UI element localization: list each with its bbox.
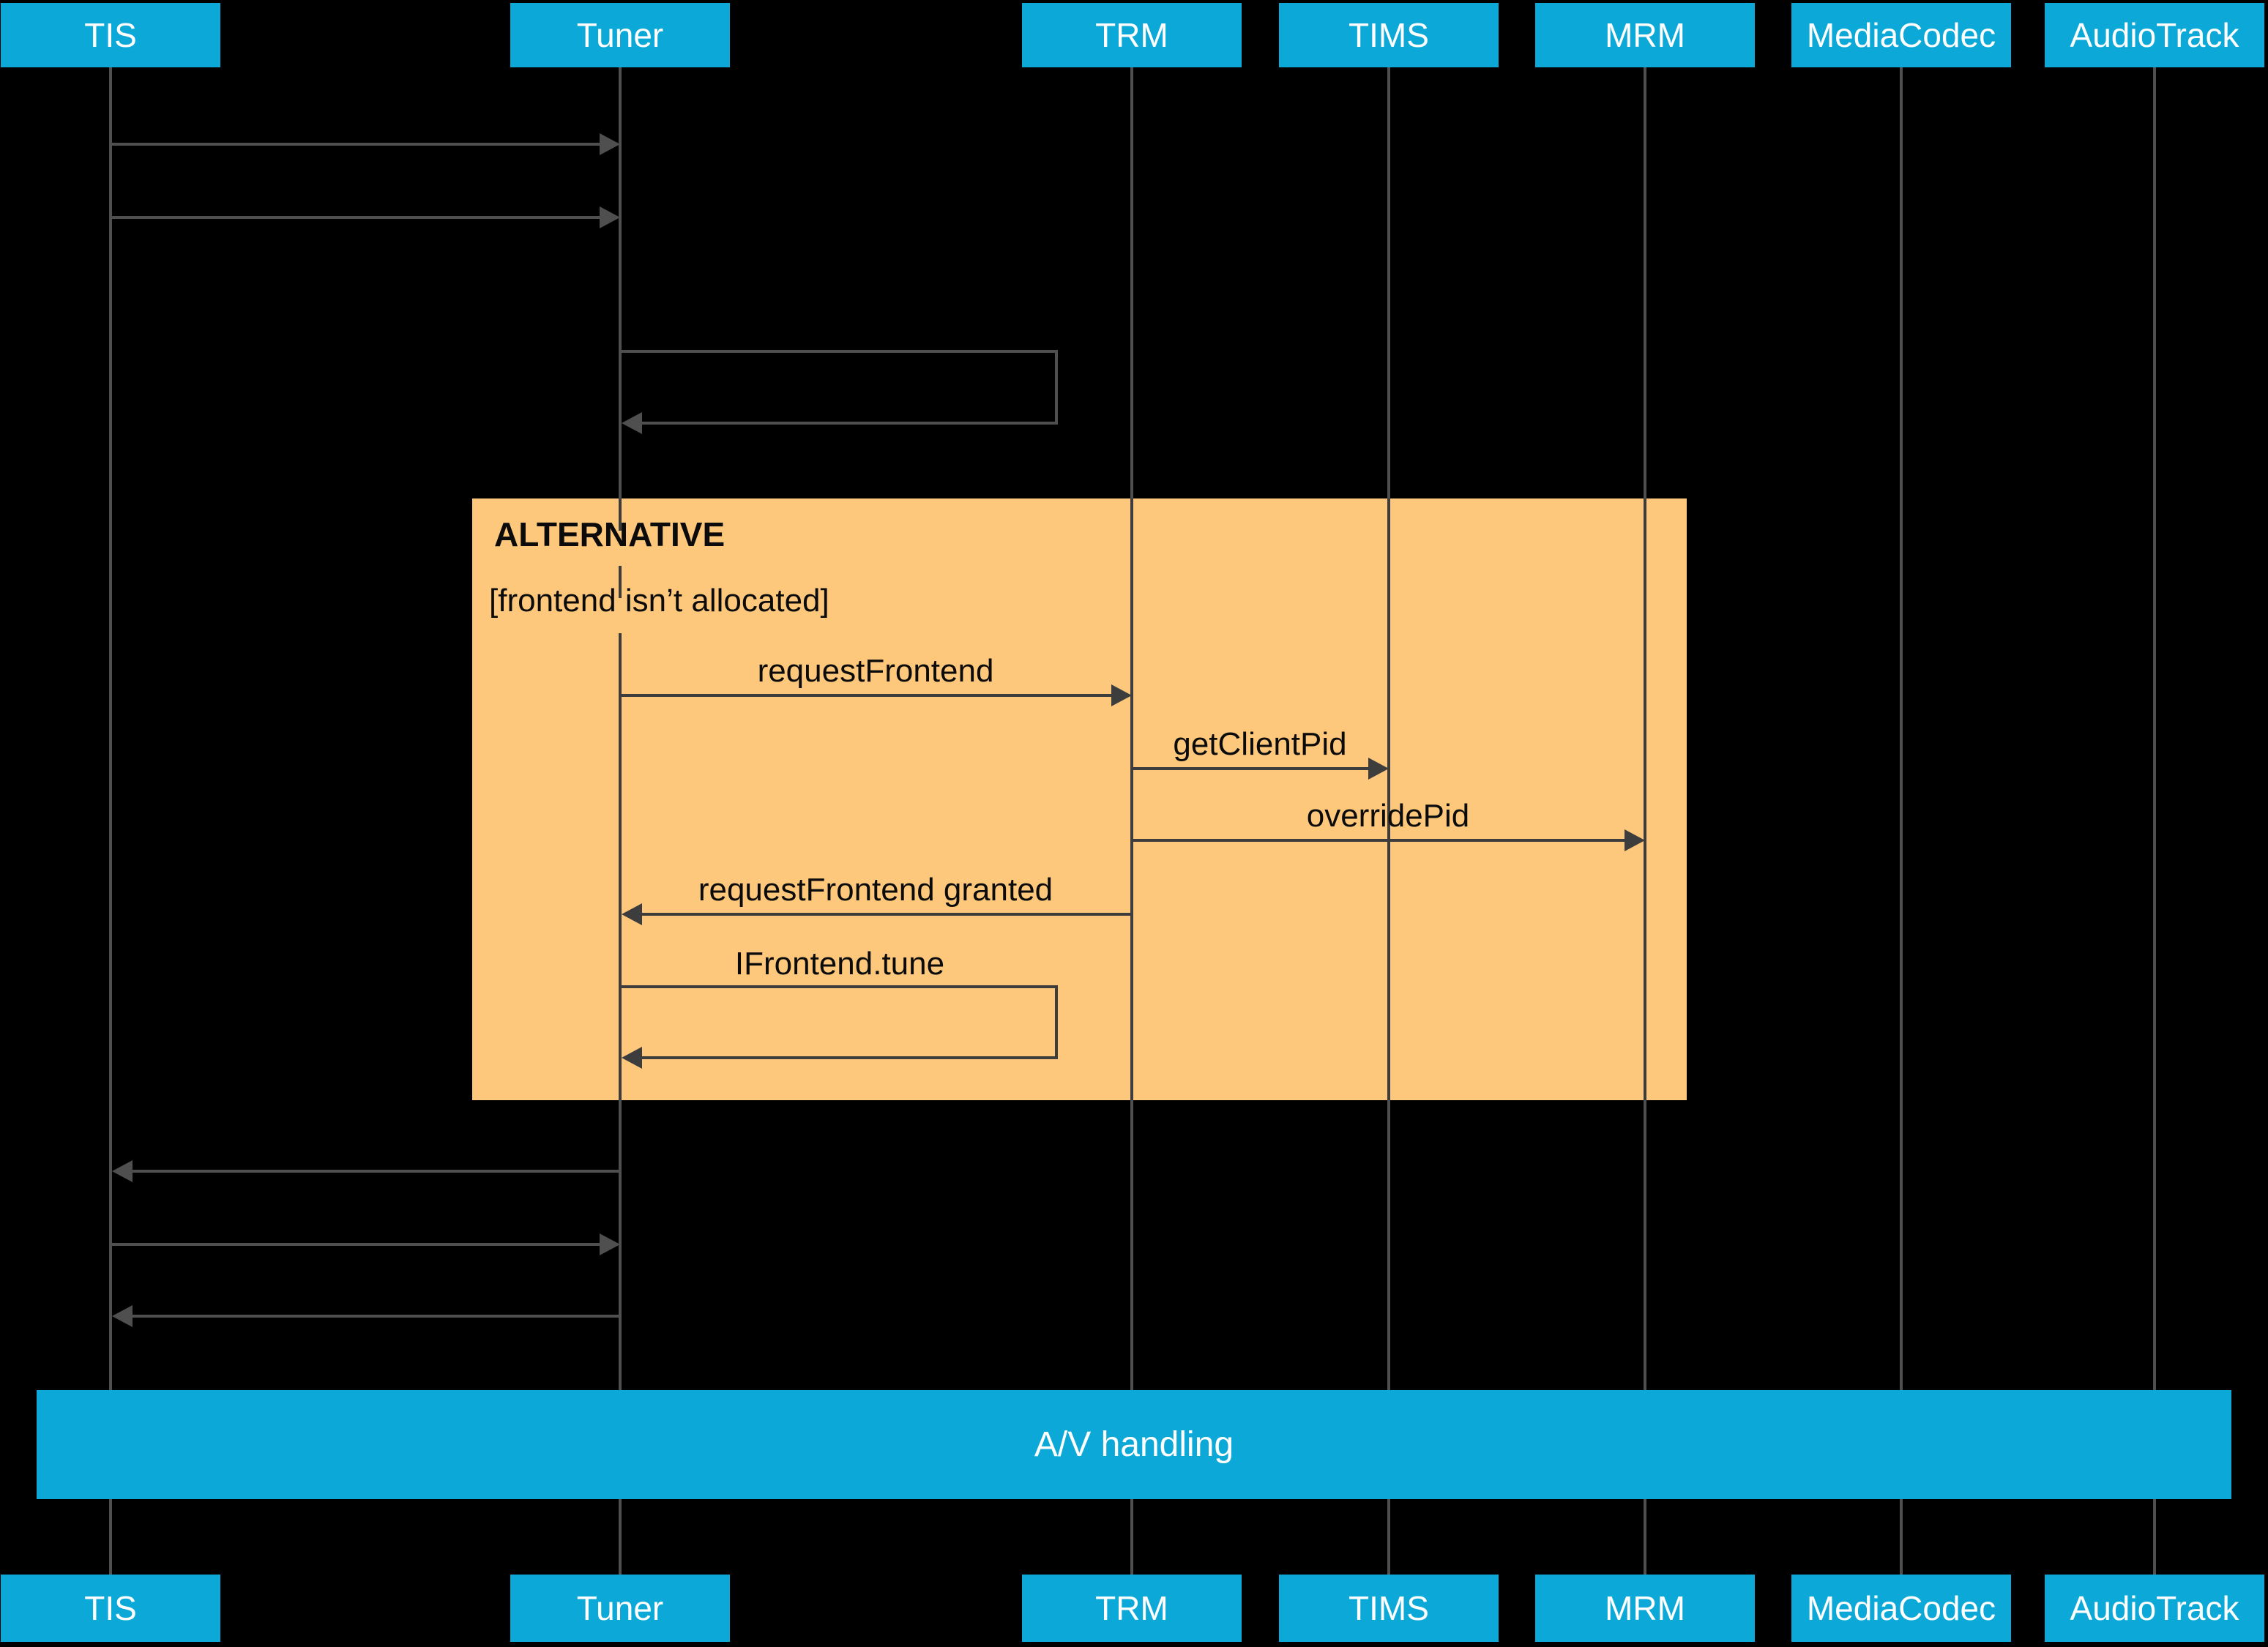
arrowhead-right (1111, 684, 1132, 706)
participant-mrm-top: MRM (1535, 3, 1755, 67)
participant-trm-top: TRM (1022, 3, 1242, 67)
participant-mediacodec-top: MediaCodec (1791, 3, 2011, 67)
message-label: overridePid (1306, 798, 1470, 834)
self-loop-right (1055, 350, 1058, 425)
arrowhead-left (622, 903, 642, 925)
message-label: IFrontend.tune (734, 946, 945, 982)
participant-mrm-bottom: MRM (1535, 1575, 1755, 1642)
participant-tuner-top: Tuner (510, 3, 730, 67)
arrowhead-left (112, 1160, 133, 1182)
alt-lifeline-mrm (1644, 498, 1646, 1100)
alt-operator-label: ALTERNATIVE (494, 515, 725, 553)
participant-mediacodec-bottom: MediaCodec (1791, 1575, 2011, 1642)
participant-audiotrack-top: AudioTrack (2045, 3, 2264, 67)
alt-lifeline-trm (1130, 498, 1133, 1100)
arrowhead-left (112, 1305, 133, 1327)
av-handling-bar: A/V handling (37, 1390, 2231, 1499)
message-line (133, 1315, 620, 1318)
participant-tis-bottom: TIS (1, 1575, 220, 1642)
lifeline-mediacodec (1900, 67, 1903, 1575)
message-line (112, 1243, 600, 1246)
alt-lifeline-tuner (619, 645, 622, 1100)
message-line (622, 694, 1111, 697)
alt-lifeline-tuner-dashed (619, 498, 622, 645)
message-line (112, 216, 600, 219)
participant-tis-top: TIS (1, 3, 220, 67)
arrowhead-right (1368, 758, 1389, 780)
message-label: requestFrontend granted (698, 872, 1053, 908)
participant-trm-bottom: TRM (1022, 1575, 1242, 1642)
message-line (642, 913, 1130, 916)
participant-tuner-bottom: Tuner (510, 1575, 730, 1642)
av-handling-label: A/V handling (1034, 1425, 1234, 1464)
message-line (133, 1170, 620, 1173)
self-loop-bottom (642, 422, 1058, 425)
arrowhead-right (600, 133, 620, 155)
lifeline-audiotrack (2153, 67, 2156, 1575)
self-loop-right (1055, 985, 1058, 1059)
message-line (1133, 839, 1624, 842)
message-label: getClientPid (1173, 726, 1347, 762)
message-label: requestFrontend (757, 653, 994, 689)
arrowhead-left (622, 1047, 642, 1069)
arrowhead-right (1624, 829, 1645, 851)
alt-guard-label: [frontend isn’t allocated] (489, 583, 829, 619)
message-line (112, 143, 600, 146)
participant-tims-top: TIMS (1279, 3, 1499, 67)
self-loop-top (622, 985, 1058, 988)
arrowhead-left (622, 412, 642, 434)
participant-tims-bottom: TIMS (1279, 1575, 1499, 1642)
alt-fragment (472, 498, 1687, 1100)
message-line (1133, 767, 1368, 770)
participant-audiotrack-bottom: AudioTrack (2045, 1575, 2264, 1642)
self-loop-top (622, 350, 1058, 353)
alt-lifeline-tims (1387, 498, 1390, 1100)
arrowhead-right (600, 206, 620, 228)
self-loop-bottom (642, 1056, 1058, 1059)
arrowhead-right (600, 1233, 620, 1255)
lifeline-tis (109, 67, 112, 1575)
